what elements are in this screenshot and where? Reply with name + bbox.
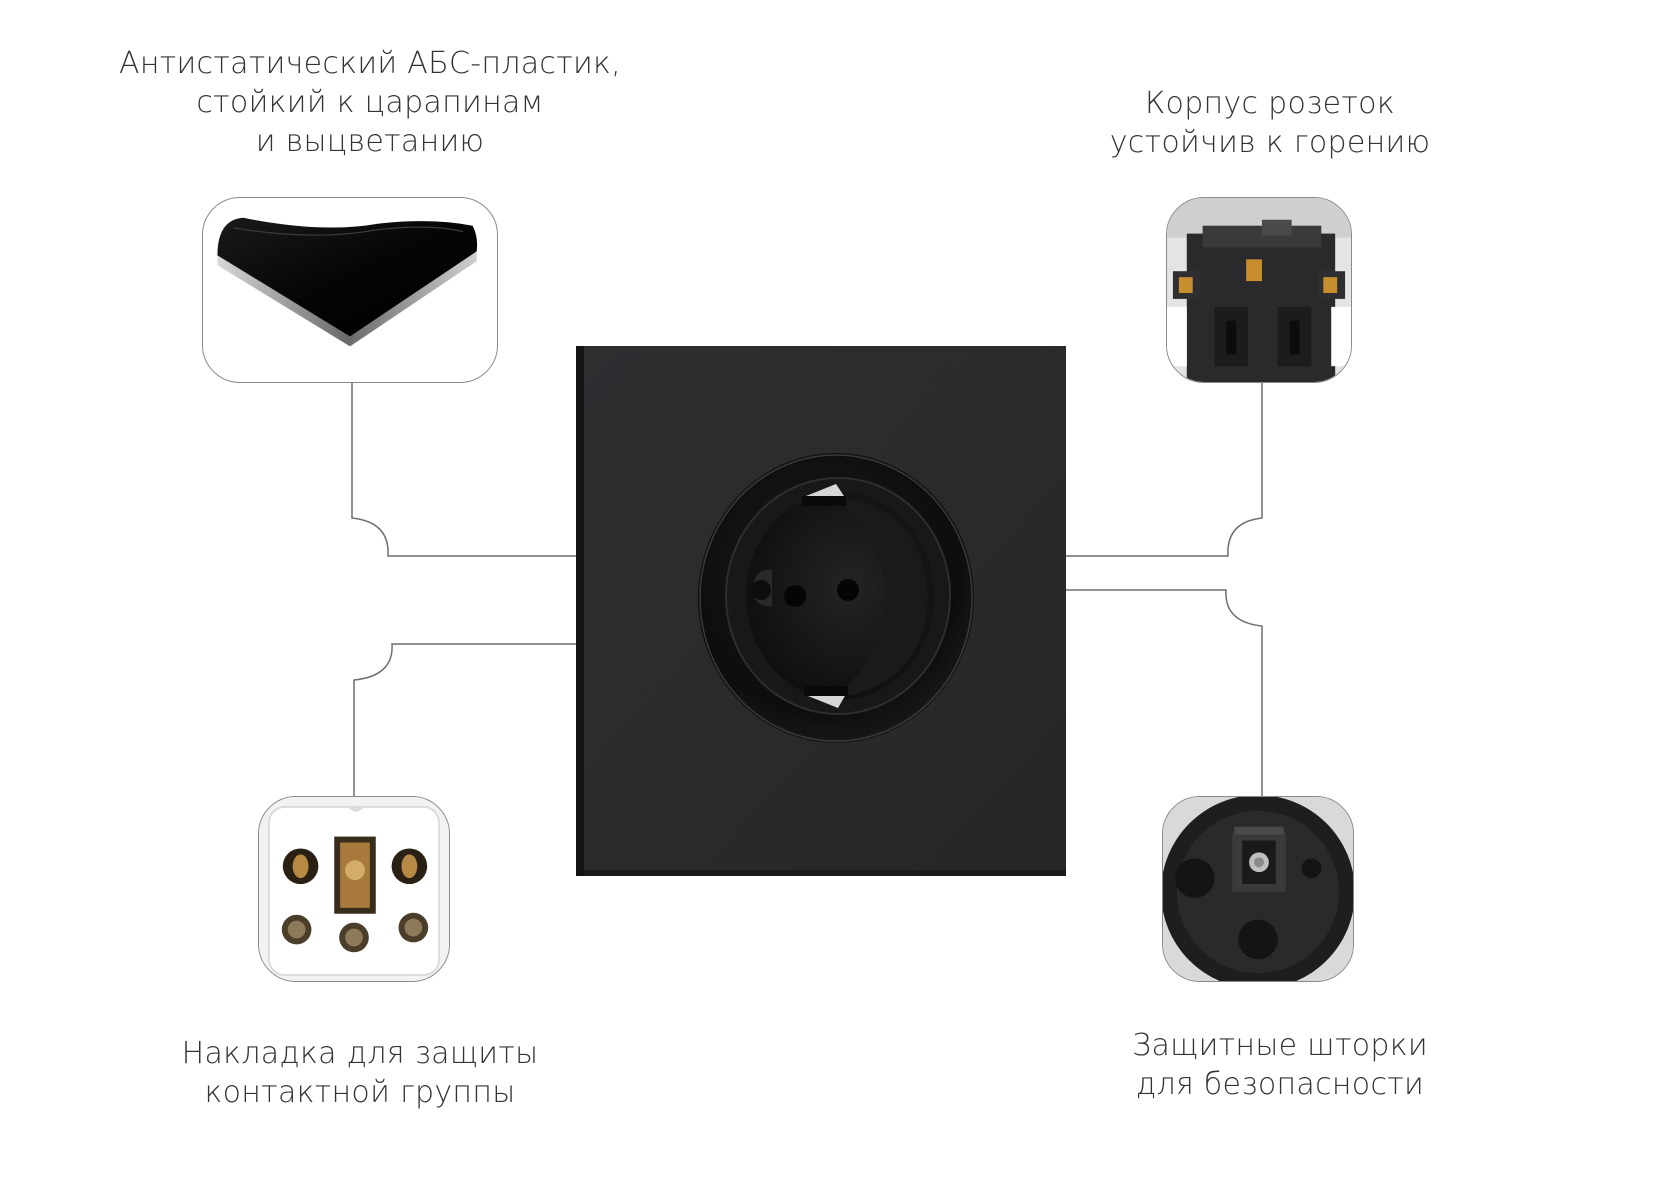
glossy-plastic-corner-icon (217, 217, 478, 347)
label-housing-fireproof: Корпус розеток устойчив к горению (1109, 86, 1431, 160)
socket-product (576, 346, 1066, 876)
callout-box-contact-cover (258, 796, 450, 982)
black-schuko-socket-icon (576, 346, 1066, 876)
socket-housing-icon (1167, 198, 1351, 382)
label-contact-cover: Накладка для защиты контактной группы (181, 1036, 539, 1110)
callout-box-abs-plastic (202, 197, 498, 383)
contact-cover-plate-icon (259, 797, 449, 981)
label-safety-shutters: Защитные шторки для безопасности (1132, 1028, 1428, 1102)
callout-box-safety-shutters (1162, 796, 1354, 982)
callout-box-housing (1166, 197, 1352, 383)
label-abs-plastic: Антистатический АБС-пластик, стойкий к ц… (119, 46, 621, 159)
safety-shutter-icon (1163, 797, 1353, 981)
